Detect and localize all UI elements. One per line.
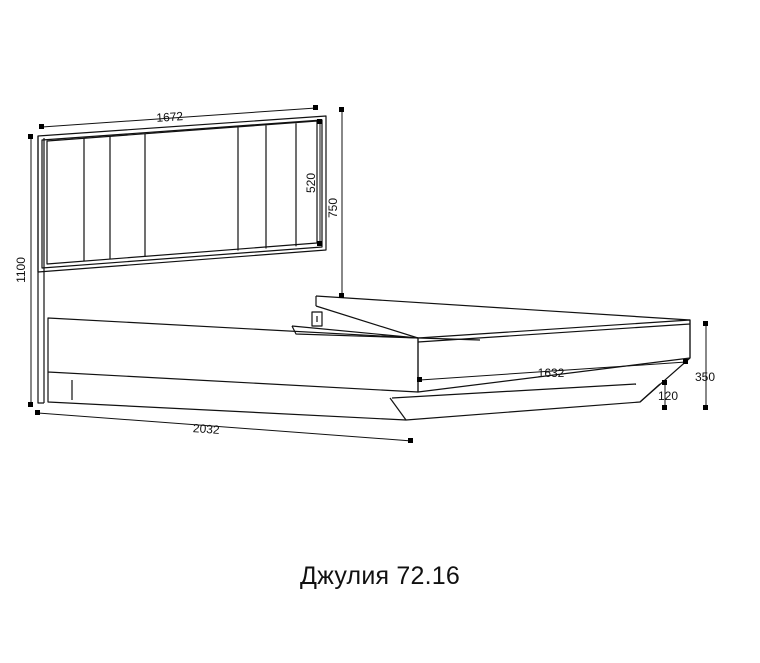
headboard: [37, 115, 327, 404]
dim-350-tick-top: [703, 321, 708, 326]
dim-1632-tick-right: [683, 359, 688, 364]
inner-ledge-top: [291, 325, 419, 339]
headboard-board-left: [37, 136, 44, 404]
product-title: Джулия 72.16: [300, 562, 460, 590]
dim-1100-tick-bottom: [28, 402, 33, 407]
dim-750-tick-bottom: [339, 293, 344, 298]
dim-520-tick-top: [317, 119, 322, 124]
dim-2032-tick-left: [35, 410, 40, 415]
dim-1672-label: 1672: [156, 109, 184, 125]
dim-1672-tick-left: [39, 124, 44, 129]
plinth-inner-edge: [391, 383, 637, 399]
dim-1100-label: 1100: [14, 257, 28, 283]
lift-bracket: [311, 311, 323, 327]
plinth-right: [639, 383, 661, 403]
plinth-corner: [389, 397, 407, 421]
dim-2032-label: 2032: [192, 421, 220, 437]
dim-120-tick-top: [662, 380, 667, 385]
dim-1100-tick-top: [28, 134, 33, 139]
dimension-labels: 1672 1100 520 750 2032 1632 350 120: [14, 109, 715, 437]
dim-1632-label: 1632: [538, 366, 565, 380]
dim-750-tick-top: [339, 107, 344, 112]
footboard: [417, 319, 691, 393]
bed-frame: [47, 295, 691, 421]
dim-520-tick-bottom: [317, 241, 322, 246]
dim-1672-tick-right: [313, 105, 318, 110]
mattress-base-left: [315, 305, 419, 339]
side-rail-left: [47, 317, 419, 393]
side-rail-far: [315, 295, 691, 358]
inner-ledge: [291, 325, 481, 341]
headboard-upholstery: [46, 120, 318, 265]
dim-350-tick-bottom: [703, 405, 708, 410]
dimension-lines: [28, 105, 708, 443]
headboard-panel-inner: [41, 119, 323, 269]
dim-750-label: 750: [326, 198, 340, 218]
headboard-panel-outline: [37, 115, 327, 273]
dim-2032-tick-right: [408, 438, 413, 443]
dim-1632-tick-left: [417, 377, 422, 382]
dim-120-label: 120: [658, 389, 678, 403]
dim-2032-line: [37, 412, 413, 442]
dim-1672-line: [41, 107, 317, 128]
dim-520-label: 520: [304, 173, 318, 193]
dim-350-label: 350: [695, 370, 715, 384]
dim-1632-line: [419, 361, 687, 381]
dim-120-tick-bottom: [662, 405, 667, 410]
